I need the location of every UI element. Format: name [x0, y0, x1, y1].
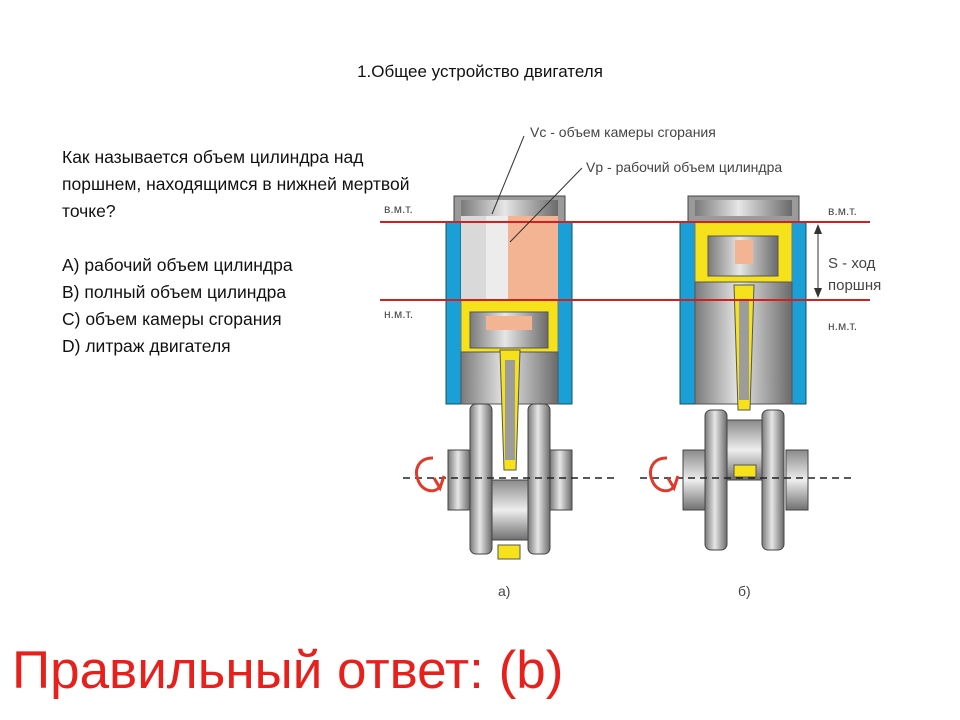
- cylinder-wall-right: [556, 221, 573, 405]
- option-a: A) рабочий объем цилиндра: [62, 255, 293, 275]
- leader-vc: [491, 135, 525, 215]
- correct-answer: Правильный ответ: (b): [12, 641, 564, 700]
- label-tdc-right: в.м.т.: [828, 204, 857, 218]
- engine-left-bdc: [445, 195, 573, 560]
- caption-b: б): [738, 583, 751, 599]
- question-text: Как называется объем цилиндра над поршне…: [62, 147, 410, 221]
- cylinder-wall-left: [679, 221, 696, 405]
- question-block: Как называется объем цилиндра над поршне…: [62, 144, 522, 360]
- option-c: C) объем камеры сгорания: [62, 309, 282, 329]
- label-stroke-2: поршня: [828, 277, 881, 294]
- label-vc: Vc - объем камеры сгорания: [530, 124, 716, 140]
- rotation-arrow-icon: [649, 456, 680, 493]
- label-vp: Vр - рабочий объем цилиндра: [586, 159, 782, 175]
- cylinder-wall-left: [445, 221, 462, 405]
- crank-web-left-1: [469, 403, 493, 555]
- slide-title: 1.Общее устройство двигателя: [357, 62, 603, 81]
- cylinder-wall-right: [790, 221, 807, 405]
- rotation-arrow-icon: [415, 456, 446, 493]
- answer-options: A) рабочий объем цилиндра B) полный объе…: [62, 252, 522, 360]
- caption-a: а): [498, 583, 510, 599]
- leader-vp: [509, 167, 583, 243]
- label-bdc-left: н.м.т.: [384, 307, 413, 321]
- label-tdc-left: в.м.т.: [384, 202, 413, 216]
- option-b: B) полный объем цилиндра: [62, 282, 287, 302]
- label-stroke-1: S - ход: [828, 255, 876, 272]
- option-d: D) литраж двигателя: [62, 336, 231, 356]
- engine-right-tdc: [679, 195, 809, 551]
- label-bdc-right: н.м.т.: [828, 319, 857, 333]
